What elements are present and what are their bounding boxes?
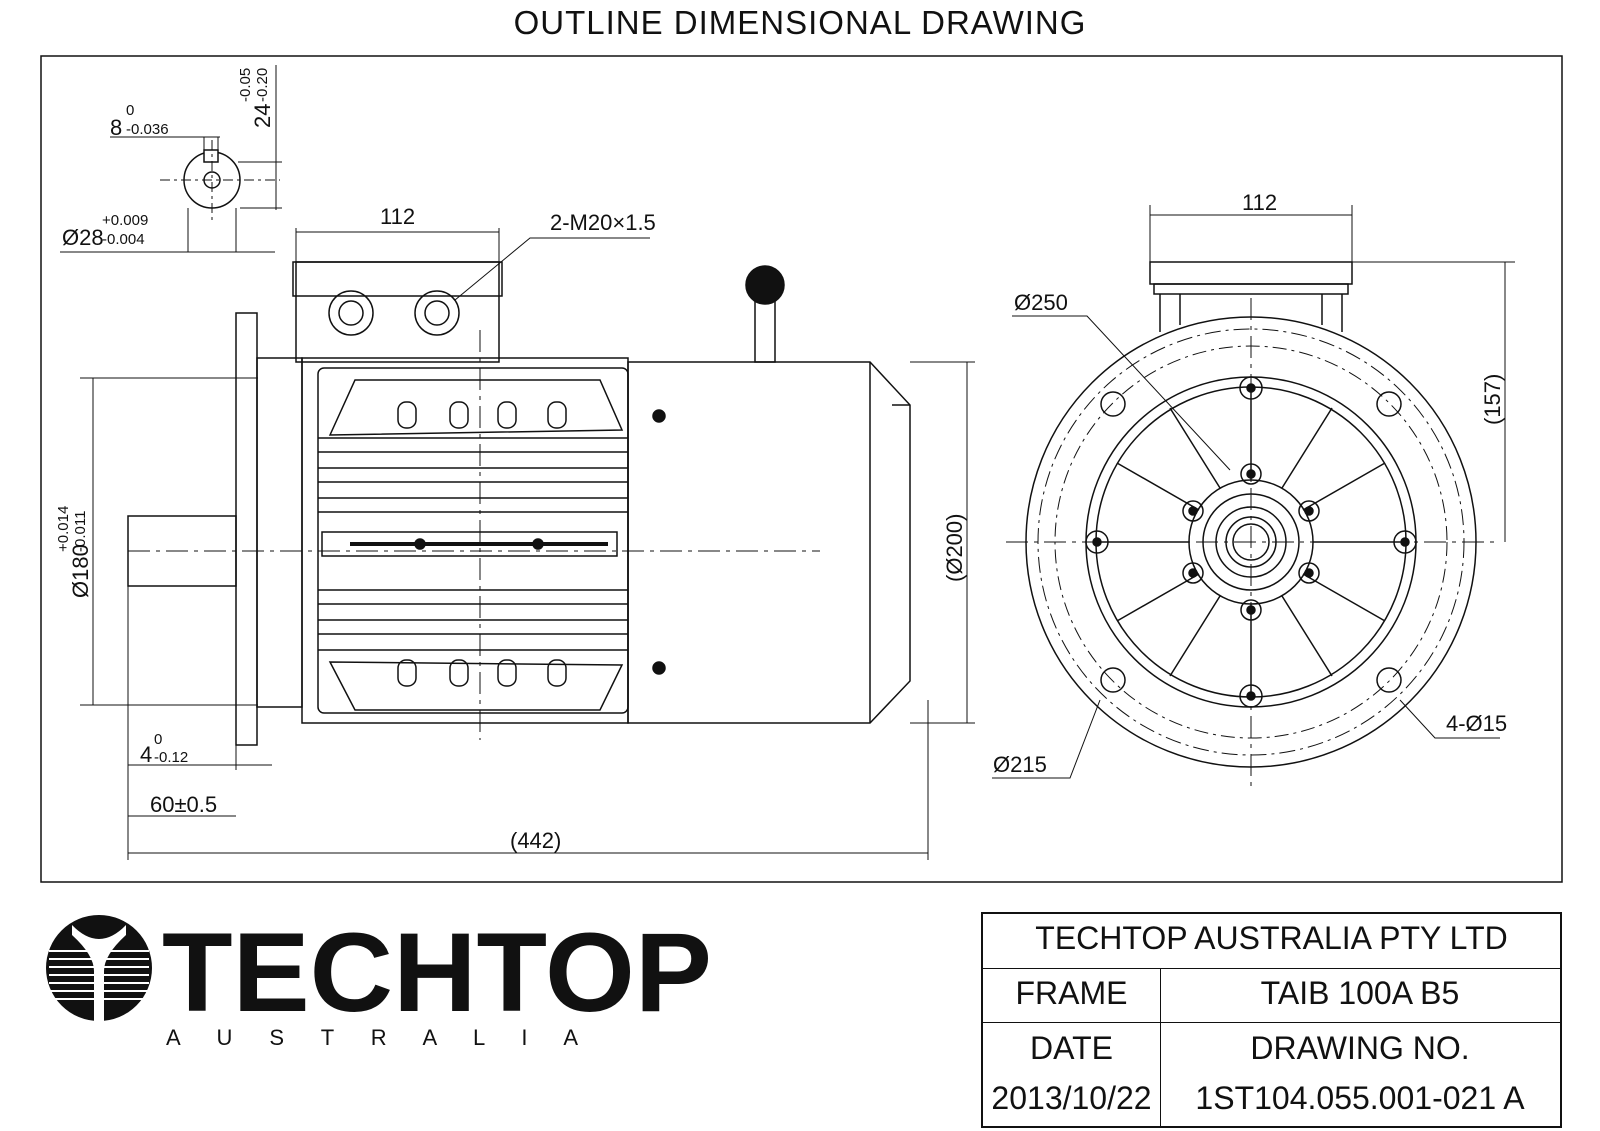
logo-emblem: [46, 915, 152, 1021]
tol-spigot-depth-lower: -0.12: [154, 749, 188, 766]
tol-key-width-upper: 0: [126, 102, 134, 119]
techtop-logo: TECHTOP A U S T R A L I A: [46, 913, 712, 1050]
dim-box-width-end: 112: [1242, 190, 1277, 215]
dim-fixing-holes: 4-Ø15: [1446, 711, 1507, 736]
dim-pcd: Ø215: [993, 752, 1047, 777]
brake-housing: [627, 361, 911, 724]
cooling-fins: [318, 437, 628, 651]
spokes: [1096, 387, 1406, 697]
rib-slots-bottom: [397, 659, 567, 687]
tol-shaft-dia-lower: -0.004: [102, 231, 145, 248]
dim-key-height: 24: [250, 104, 275, 128]
dim-box-width-side: 112: [380, 204, 415, 229]
date-value: 2013/10/22: [991, 1080, 1152, 1116]
tol-shaft-dia-upper: +0.009: [102, 212, 148, 229]
tol-key-height-lower: -0.20: [254, 68, 271, 102]
spigot-side: [256, 357, 303, 708]
motor-frame-side: [301, 357, 629, 724]
lever-knob: [745, 265, 785, 305]
tol-key-width-lower: -0.036: [126, 121, 169, 138]
dim-body-dia: (Ø200): [942, 514, 967, 582]
dim-height-to-box: (157): [1480, 374, 1505, 425]
bolt-bosses: [1085, 376, 1417, 708]
dim-shaft-dia: Ø28: [62, 225, 104, 250]
date-label: DATE: [1030, 1030, 1113, 1066]
dim-cable-gland: 2-M20×1.5: [550, 210, 656, 235]
dim-shaft-length: 60±0.5: [150, 792, 217, 817]
frame-label: FRAME: [1015, 975, 1128, 1011]
dim-overall-length: (442): [510, 828, 561, 853]
tol-spigot-depth-upper: 0: [154, 731, 162, 748]
nameplate-rail: [321, 531, 618, 557]
drawing-title: OUTLINE DIMENSIONAL DRAWING: [513, 4, 1087, 41]
terminal-box-side: [295, 261, 500, 363]
tol-key-height-upper: -0.05: [237, 68, 254, 102]
dim-spigot-depth: 4: [140, 742, 152, 767]
brake-release-lever: [754, 297, 776, 363]
rib-slots-top: [397, 401, 567, 429]
dim-spigot-dia: Ø180: [68, 544, 93, 598]
drawing-no-label: DRAWING NO.: [1250, 1030, 1470, 1066]
frame-value: TAIB 100A B5: [1260, 975, 1460, 1011]
tol-spigot-dia-lower: -0.011: [72, 511, 89, 552]
drawing-frame: [40, 55, 1563, 883]
dim-flange-dia: Ø250: [1014, 290, 1068, 315]
cable-glands: [328, 290, 460, 336]
title-block: TECHTOP AUSTRALIA PTY LTD FRAME TAIB 100…: [981, 912, 1562, 1128]
fixing-holes: [1100, 391, 1402, 693]
logo-wordmark: TECHTOP: [162, 913, 712, 1035]
dim-key-width: 8: [110, 115, 122, 140]
company-name: TECHTOP AUSTRALIA PTY LTD: [1035, 920, 1508, 956]
drawing-no-value: 1ST104.055.001-021 A: [1195, 1080, 1525, 1116]
terminal-box-end: [1149, 261, 1353, 285]
tol-spigot-dia-upper: +0.014: [55, 506, 72, 552]
